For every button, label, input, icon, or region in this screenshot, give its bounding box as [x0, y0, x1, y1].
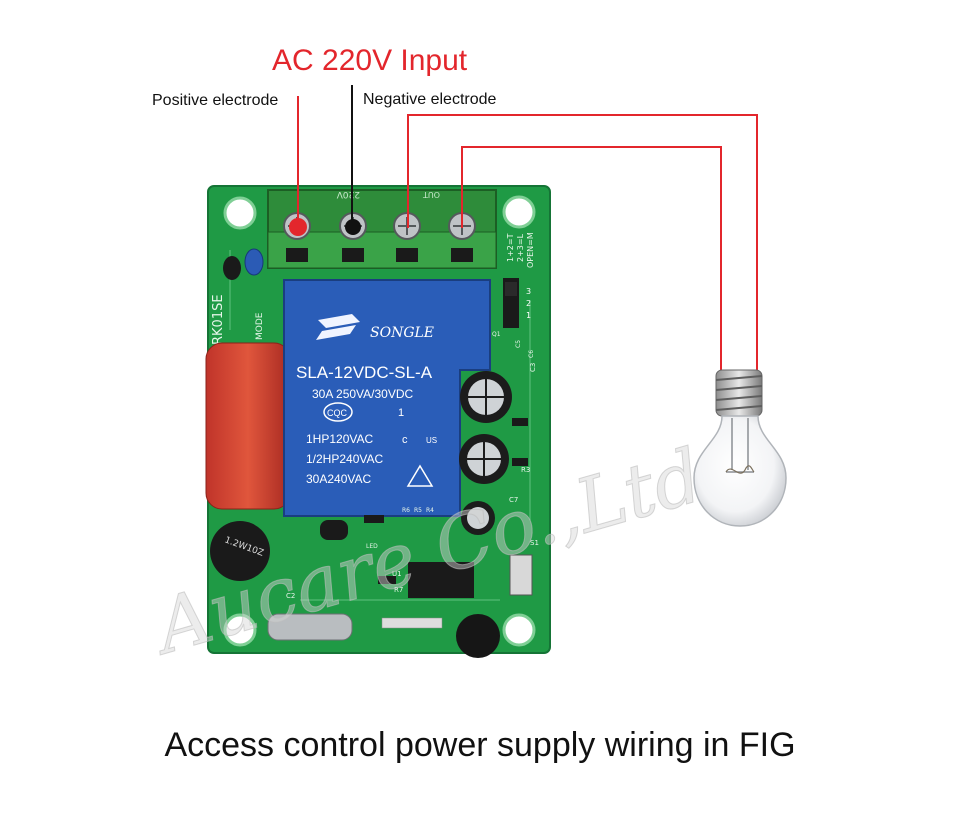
load-wire-inner [461, 146, 722, 373]
part-label: C6 [528, 350, 535, 358]
relay: SONGLE SLA-12VDC-SL-A 30A 250VA/30VDC CQ… [283, 279, 491, 517]
terminal-top-label: 220V [336, 189, 360, 199]
part-labels: C3 R3 C7 U1 S1 R7 C2 R6 R5 R4 LED C5 C6 … [286, 331, 539, 600]
transistor [320, 520, 348, 540]
relay-cert: CQC [327, 408, 348, 418]
relay-spec-1: 30A 250VA/30VDC [312, 387, 414, 401]
part-label: C5 [515, 340, 522, 348]
load-wire-outer [407, 114, 758, 373]
relay-ul: c [402, 434, 408, 446]
jumper-text-2: 2+3=L [516, 233, 525, 262]
smd-resistor [364, 515, 384, 523]
electrolytic-capacitors [459, 371, 512, 535]
relay-spec-4: 30A240VAC [306, 472, 371, 486]
part-label: U1 [392, 570, 402, 578]
part-label: R3 [521, 466, 530, 474]
part-label: S1 [530, 539, 539, 547]
mode-jumper: 1+2=T 2+3=L OPEN=M 1 2 3 [503, 232, 535, 328]
bridge-rectifier: 1.2W10Z [210, 521, 270, 581]
part-label: R4 [426, 507, 434, 514]
pin-header [381, 617, 443, 629]
part-label: R7 [394, 586, 403, 594]
terminal-out-label: OUT [423, 190, 440, 199]
relay-model: SLA-12VDC-SL-A [296, 363, 433, 382]
blue-capacitor [244, 248, 264, 276]
negative-electrode-label: Negative electrode [363, 91, 497, 108]
mount-hole [502, 613, 536, 647]
mode-label: MODE [255, 312, 265, 340]
antenna-coil [456, 614, 500, 658]
positive-electrode-label: Positive electrode [152, 92, 279, 109]
part-label: C2 [286, 592, 295, 600]
relay-spec-2: 1HP120VAC [306, 432, 373, 446]
positive-terminal-marker [289, 218, 307, 236]
side-label: RK01SE [211, 294, 226, 345]
mount-hole [223, 613, 257, 647]
part-label: R6 [402, 507, 410, 514]
wires [289, 85, 758, 373]
push-button [509, 554, 533, 596]
jumper-pin-3: 3 [526, 287, 531, 296]
relay-spec-3: 1/2HP240VAC [306, 452, 383, 466]
part-label: C3 [529, 363, 537, 372]
figure-caption: Access control power supply wiring in FI… [164, 726, 796, 764]
jumper-text-3: OPEN=M [526, 232, 535, 268]
terminal-block: 220V OUT [267, 189, 497, 269]
relay-brand: SONGLE [370, 325, 434, 341]
mount-hole [223, 196, 257, 230]
part-label: Q1 [492, 331, 501, 338]
jumper-pin-2: 2 [526, 299, 531, 308]
jumper-text-1: 1+2=T [506, 233, 515, 262]
black-component [223, 256, 241, 280]
mount-hole [502, 195, 536, 229]
crystal [267, 613, 353, 641]
jumper-pin-1: 1 [526, 311, 531, 320]
warning-triangle-icon [406, 464, 434, 487]
relay-us: US [426, 436, 437, 445]
ic-chip [408, 562, 474, 598]
smd-resistor [512, 418, 528, 426]
part-label: LED [366, 543, 378, 550]
part-label: R5 [414, 507, 422, 514]
film-capacitor [205, 342, 291, 510]
negative-terminal-marker [345, 219, 361, 235]
cqc-mark [323, 402, 353, 422]
part-label: C7 [509, 496, 518, 504]
smd-resistor [378, 576, 396, 584]
light-bulb [693, 369, 787, 527]
input-title: AC 220V Input [272, 44, 468, 77]
relay-num: 1 [398, 407, 404, 419]
smd-resistor [512, 458, 528, 466]
